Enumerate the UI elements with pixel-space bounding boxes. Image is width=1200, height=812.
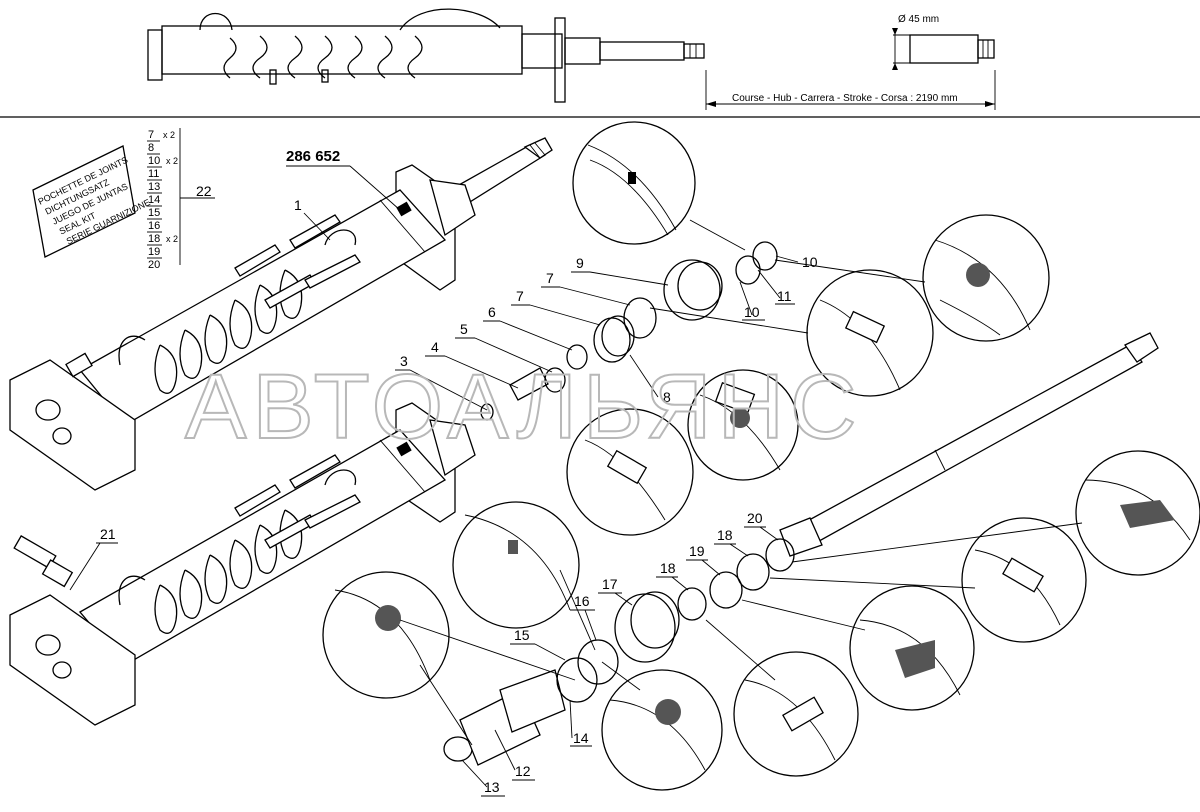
callout-8: 8 [663,389,671,405]
callout-18a: 18 [660,560,676,576]
callout-10b: 10 [744,304,760,320]
kit-part-18: 18 [148,233,160,245]
kit-part-11: 11 [148,168,159,180]
callout-21: 21 [100,526,116,542]
callout-15: 15 [514,627,530,643]
callout-1: 1 [294,197,302,213]
callout-4: 4 [431,339,439,355]
callout-7a: 7 [516,288,524,304]
kit-part-14: 14 [148,194,160,206]
callout-9: 9 [576,255,584,271]
callout-11: 11 [777,288,792,304]
kit-part-10: 10 [148,155,160,167]
kit-part-16: 16 [148,220,160,232]
kit-part-8: 8 [148,142,154,154]
detail-magnifiers [322,121,1200,791]
seal-kit-parts-list: 7 x 2 8 10 x 2 11 13 14 15 16 18 x 2 19 … [147,128,215,271]
callout-20: 20 [747,510,763,526]
kit-number: 22 [196,183,212,199]
callout-6: 6 [488,304,496,320]
kit-part-20: 20 [148,259,160,271]
upper-seal-chain [480,241,778,421]
callout-17: 17 [602,576,618,592]
seal-kit-tag: POCHETTE DE JOINTS DICHTUNGSATZ JUEGO DE… [32,145,152,258]
piston-rod [779,332,1159,557]
callout-7b: 7 [546,270,554,286]
kit-qty-7: x 2 [163,130,175,140]
lower-seal-chain [443,538,795,766]
stroke-dimension-label: Course - Hub - Carrera - Stroke - Corsa … [732,93,958,104]
callout-5: 5 [460,321,468,337]
callout-18b: 18 [717,527,733,543]
kit-part-19: 19 [148,246,160,258]
callout-12: 12 [515,763,531,779]
callout-3: 3 [400,353,408,369]
callout-13: 13 [484,779,500,795]
header-cylinder-overview: Course - Hub - Carrera - Stroke - Corsa … [0,8,1200,118]
assembly-number: 286 652 [286,148,340,165]
callout-14: 14 [573,730,589,746]
callout-19: 19 [689,543,705,559]
diameter-label: Ø 45 mm [898,14,939,25]
watermark-text: АВТОАЛЬЯНС [185,356,863,458]
kit-qty-18: x 2 [166,234,178,244]
callout-10a: 10 [802,254,818,270]
upper-cylinder [9,137,553,491]
kit-part-7: 7 [148,129,154,141]
kit-part-13: 13 [148,181,160,193]
kit-part-15: 15 [148,207,160,219]
lower-cylinder [9,402,476,726]
kit-qty-10: x 2 [166,156,178,166]
callouts: 286 652 1 3 4 5 6 7 7 8 9 10 10 11 [69,148,818,797]
callout-16: 16 [574,593,590,609]
